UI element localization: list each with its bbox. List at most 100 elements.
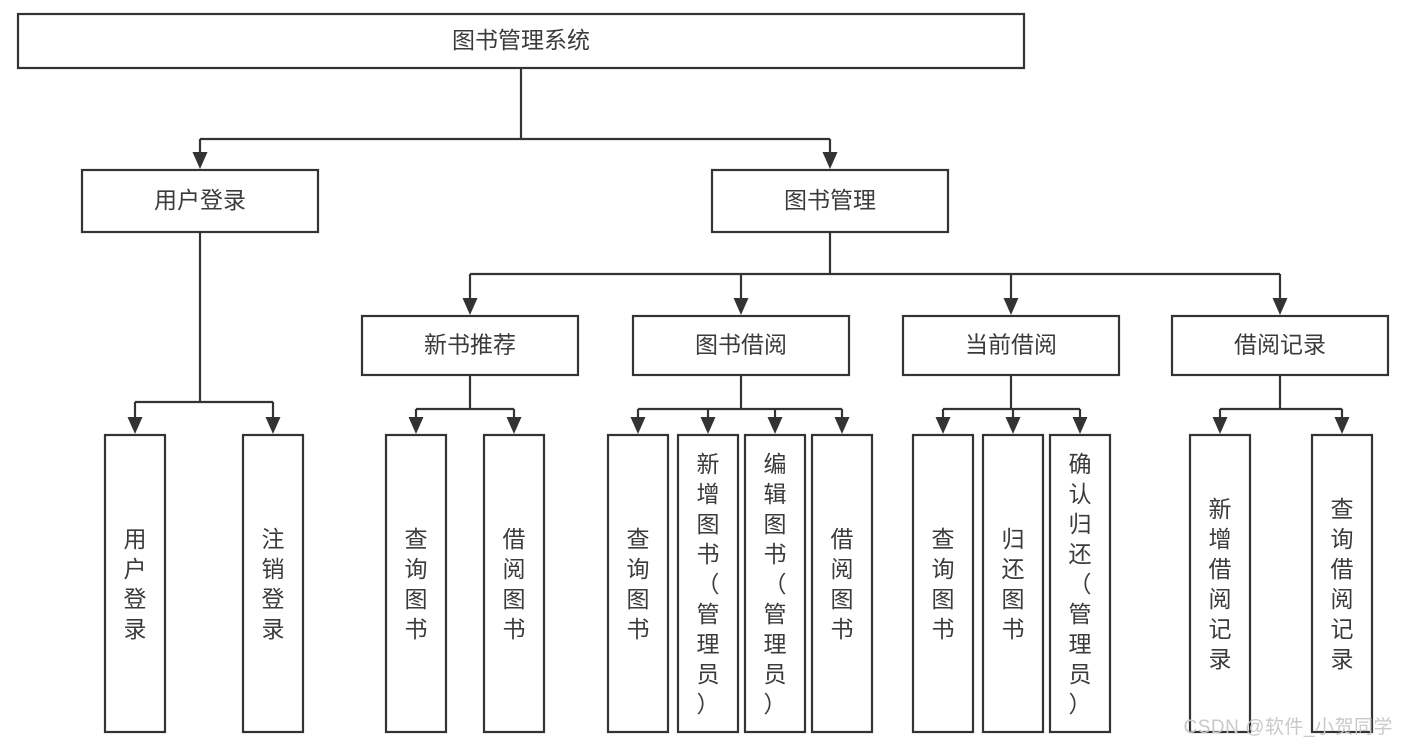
svg-text:）: ） xyxy=(697,691,720,717)
svg-text:记: 记 xyxy=(1209,616,1232,642)
svg-text:新: 新 xyxy=(697,451,720,477)
svg-text:借: 借 xyxy=(1331,556,1354,582)
node-layer: 图书管理系统用户登录图书管理新书推荐图书借阅当前借阅借阅记录用户登录注销登录查询… xyxy=(16,12,1390,734)
node-label: 图书借阅 xyxy=(695,332,787,358)
svg-text:确: 确 xyxy=(1069,451,1092,477)
svg-text:（: （ xyxy=(764,571,787,597)
svg-text:新: 新 xyxy=(1209,496,1232,522)
node-box xyxy=(1170,314,1390,377)
svg-text:书: 书 xyxy=(405,616,428,642)
svg-text:查: 查 xyxy=(932,526,955,552)
svg-text:图: 图 xyxy=(932,586,955,612)
svg-text:（: （ xyxy=(697,571,720,597)
svg-text:书: 书 xyxy=(764,541,787,567)
node-l1_1[interactable]: 图书管理 xyxy=(710,168,950,234)
svg-text:书: 书 xyxy=(627,616,650,642)
node-label: 用户登录 xyxy=(124,526,147,642)
connector-group xyxy=(630,375,850,434)
svg-text:登: 登 xyxy=(124,586,147,612)
svg-text:借: 借 xyxy=(503,526,526,552)
node-box xyxy=(1048,433,1112,734)
node-box xyxy=(911,433,975,734)
svg-text:图: 图 xyxy=(405,586,428,612)
svg-text:借: 借 xyxy=(1209,556,1232,582)
svg-text:登: 登 xyxy=(262,586,285,612)
svg-text:录: 录 xyxy=(1331,646,1354,672)
svg-text:阅: 阅 xyxy=(1209,586,1232,612)
svg-text:询: 询 xyxy=(1331,526,1354,552)
svg-text:销: 销 xyxy=(262,556,285,582)
svg-text:图: 图 xyxy=(697,511,720,537)
node-box xyxy=(16,12,1026,70)
node-box xyxy=(1188,433,1252,734)
svg-text:归: 归 xyxy=(1069,511,1092,537)
connector-group xyxy=(935,375,1088,434)
svg-text:理: 理 xyxy=(697,631,720,657)
node-label: 图书管理 xyxy=(784,187,876,213)
node-l2_2[interactable]: 当前借阅 xyxy=(901,314,1121,377)
svg-text:管: 管 xyxy=(1069,601,1092,627)
svg-text:图: 图 xyxy=(503,586,526,612)
node-box xyxy=(810,433,874,734)
node-l1_0[interactable]: 用户登录 xyxy=(80,168,320,234)
svg-text:记: 记 xyxy=(1331,616,1354,642)
svg-text:）: ） xyxy=(764,691,787,717)
svg-text:录: 录 xyxy=(262,616,285,642)
node-box xyxy=(981,433,1045,734)
node-label: 新书推荐 xyxy=(424,332,516,358)
node-box xyxy=(1310,433,1374,734)
svg-text:（: （ xyxy=(1069,571,1092,597)
svg-text:图: 图 xyxy=(764,511,787,537)
svg-text:查: 查 xyxy=(627,526,650,552)
svg-text:增: 增 xyxy=(1209,526,1232,552)
node-box xyxy=(103,433,167,734)
connector-group xyxy=(408,375,522,434)
svg-text:查: 查 xyxy=(1331,496,1354,522)
svg-text:还: 还 xyxy=(1069,541,1092,567)
csdn-watermark: CSDN @软件_小贺同学 xyxy=(1183,717,1393,738)
svg-text:还: 还 xyxy=(1002,556,1025,582)
svg-text:员: 员 xyxy=(1069,661,1092,687)
node-box xyxy=(676,433,740,734)
svg-text:员: 员 xyxy=(764,661,787,687)
svg-text:管: 管 xyxy=(764,601,787,627)
node-l2_1[interactable]: 图书借阅 xyxy=(631,314,851,377)
svg-text:录: 录 xyxy=(1209,646,1232,672)
svg-text:编: 编 xyxy=(764,451,787,477)
connector-group xyxy=(462,232,1288,315)
node-l2_0[interactable]: 新书推荐 xyxy=(360,314,580,377)
svg-text:）: ） xyxy=(1069,691,1092,717)
node-box xyxy=(901,314,1121,377)
node-root[interactable]: 图书管理系统 xyxy=(16,12,1026,70)
node-box xyxy=(710,168,950,234)
node-leaf_0[interactable]: 用户登录 xyxy=(103,433,167,734)
node-l2_3[interactable]: 借阅记录 xyxy=(1170,314,1390,377)
svg-text:理: 理 xyxy=(1069,631,1092,657)
svg-text:管: 管 xyxy=(697,601,720,627)
svg-text:理: 理 xyxy=(764,631,787,657)
node-box xyxy=(384,433,448,734)
node-box xyxy=(606,433,670,734)
svg-text:询: 询 xyxy=(932,556,955,582)
svg-text:图: 图 xyxy=(831,586,854,612)
